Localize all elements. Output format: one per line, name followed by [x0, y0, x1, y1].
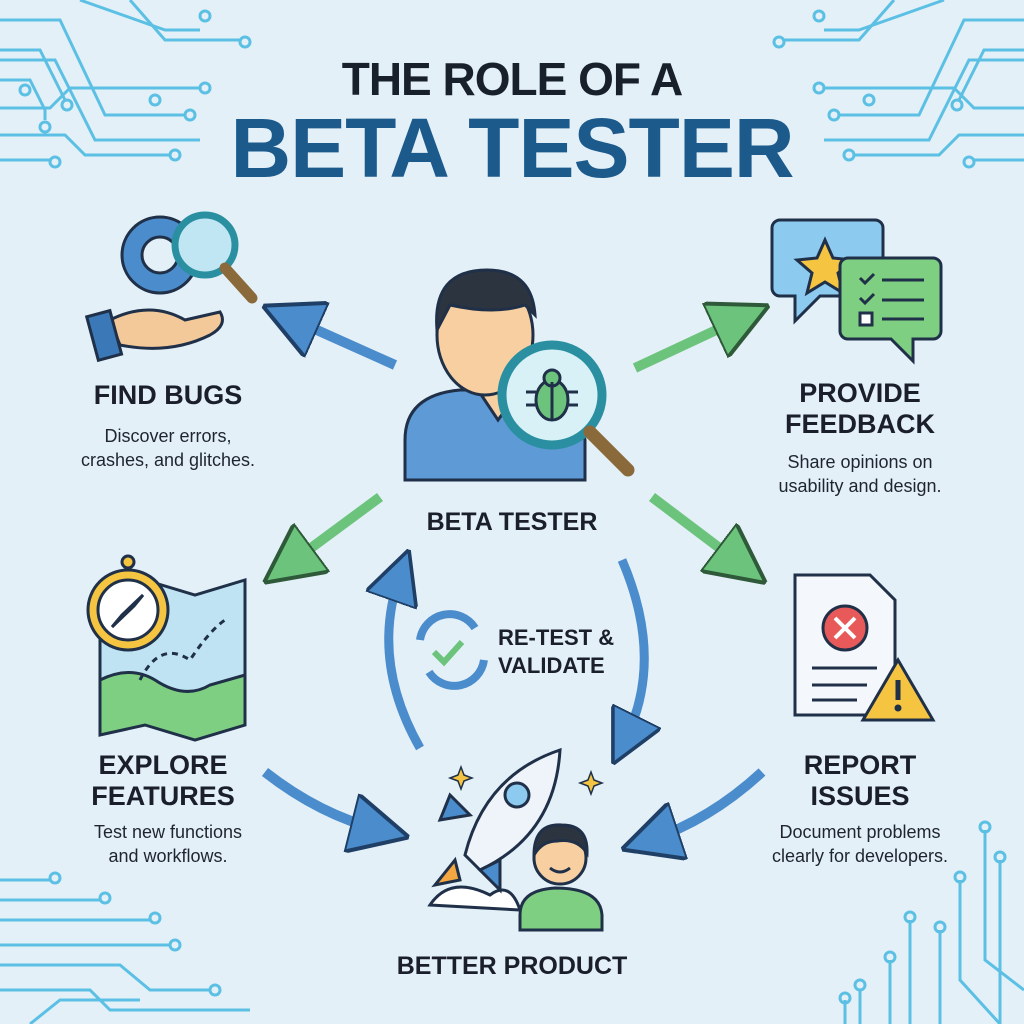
better-product-label: BETTER PRODUCT — [396, 952, 628, 980]
desc-line: Share opinions on — [787, 452, 933, 472]
desc-line: Test new functions — [93, 822, 243, 842]
arrow-to-provide-feedback — [632, 318, 742, 373]
title-line: EXPLORE — [98, 750, 228, 780]
gear-magnifier-hand-icon — [84, 211, 258, 363]
explore-features-description: Test new functions and workflows. — [94, 820, 242, 868]
retest-validate-label: RE-TEST & VALIDATE — [498, 624, 614, 680]
title-line: FEATURES — [91, 781, 235, 811]
error-report-document-icon — [793, 573, 936, 722]
report-issues-description: Document problems clearly for developers. — [772, 820, 948, 868]
desc-line: and workflows. — [108, 846, 228, 866]
title-line: ISSUES — [810, 781, 910, 811]
beta-tester-person-icon — [403, 268, 635, 482]
cycle-line: RE-TEST & — [498, 625, 615, 650]
arrow-cycle-down — [622, 558, 644, 740]
arrow-to-explore-features — [288, 492, 383, 565]
desc-line: Document problems — [779, 822, 941, 842]
title-line: FEEDBACK — [784, 409, 936, 439]
circuit-decoration-top-right — [772, 0, 1024, 169]
title-line-2: BETA TESTER — [230, 101, 794, 195]
circuit-decoration-bottom-left — [0, 871, 250, 1024]
title-line-1: THE ROLE OF A — [341, 53, 684, 105]
arrow-to-find-bugs — [290, 318, 398, 370]
arrow-to-report-issues — [648, 493, 742, 565]
find-bugs-title: FIND BUGS — [94, 380, 243, 411]
cycle-line: VALIDATE — [498, 653, 605, 678]
feedback-chat-icon — [770, 218, 943, 365]
retest-cycle-icon — [416, 610, 488, 690]
desc-line: clearly for developers. — [771, 846, 949, 866]
desc-line: crashes, and glitches. — [80, 450, 256, 470]
title-line: FIND BUGS — [93, 380, 243, 410]
arrow-issues-to-product — [650, 768, 766, 840]
rocket-launch-icon — [427, 747, 605, 912]
happy-user-icon — [518, 823, 604, 932]
desc-line: Discover errors, — [104, 426, 232, 446]
provide-feedback-description: Share opinions on usability and design. — [778, 450, 941, 498]
circuit-decoration-bottom-right — [838, 820, 1024, 1024]
arrow-features-to-product — [261, 768, 380, 830]
title-line: REPORT — [803, 750, 917, 780]
arrow-cycle-up — [389, 575, 424, 751]
title-line: PROVIDE — [799, 378, 921, 408]
map-compass-icon — [86, 554, 247, 742]
find-bugs-description: Discover errors, crashes, and glitches. — [81, 424, 255, 472]
center-label: BETA TESTER — [426, 508, 598, 536]
circuit-decoration-top-left — [0, 0, 252, 169]
desc-line: usability and design. — [778, 476, 942, 496]
